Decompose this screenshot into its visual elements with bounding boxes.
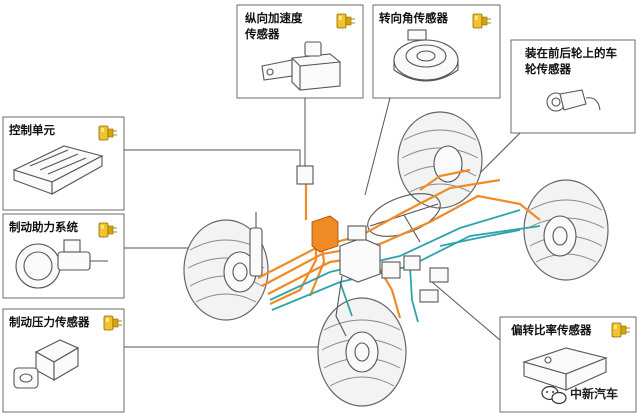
watermark: 中新汽车 [541, 385, 618, 405]
label-longitudinal-accel-line1: 纵向加速度 [245, 11, 303, 25]
yaw-sensor-illustration [522, 347, 608, 391]
callout-yaw-rate: 偏转比率传感器 [499, 316, 637, 413]
rear-left-wheel [317, 297, 407, 407]
label-wheel-speed-line2: 轮传感器 [525, 62, 571, 76]
callout-control-unit: 控制单元 [2, 116, 125, 211]
vehicle-chassis [183, 111, 609, 407]
pressure-sensor-illustration [13, 339, 80, 389]
watermark-text: 中新汽车 [570, 386, 618, 401]
brake-booster-illustration [15, 239, 108, 289]
front-left-wheel [183, 219, 269, 321]
wechat-logo-icon [541, 385, 567, 405]
label-brake-booster: 制动助力系统 [9, 220, 78, 234]
control-unit-illustration [12, 145, 104, 195]
callout-brake-pressure: 制动压力传感器 [2, 308, 125, 413]
harness-orange [257, 168, 541, 319]
label-yaw-rate: 偏转比率传感器 [511, 323, 592, 337]
label-control-unit: 控制单元 [9, 123, 55, 137]
steering-sensor-illustration [393, 29, 459, 82]
module-orange [311, 215, 339, 253]
callout-wheel-speed: 装在前后轮上的车 轮传感器 [510, 39, 636, 134]
accel-sensor-illustration [261, 41, 341, 91]
front-strut [249, 212, 263, 277]
label-brake-pressure: 制动压力传感器 [9, 315, 90, 329]
rear-right-wheel [523, 179, 609, 281]
callout-steering-angle: 转向角传感器 [372, 4, 501, 99]
label-longitudinal-accel-line2: 传感器 [244, 27, 280, 41]
callout-brake-booster: 制动助力系统 [2, 213, 125, 299]
accel-sensor-mount [296, 165, 314, 185]
callout-longitudinal-accel: 纵向加速度 传感器 [236, 4, 364, 99]
label-steering-angle: 转向角传感器 [379, 11, 448, 25]
wheel-speed-sensor-illustration [546, 89, 601, 112]
label-wheel-speed-line1: 装在前后轮上的车 [524, 46, 617, 60]
hydraulic-unit [335, 225, 449, 337]
